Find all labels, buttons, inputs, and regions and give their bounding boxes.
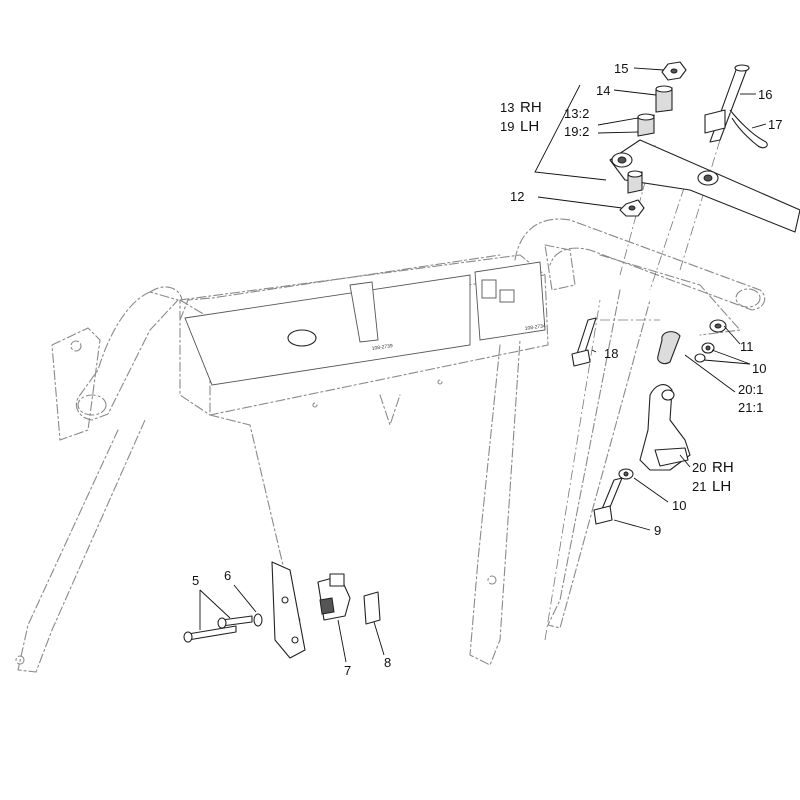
part-lower-bushing <box>627 170 643 194</box>
panel-left-decal <box>184 274 471 386</box>
part-13-2-bushing <box>637 113 655 137</box>
callout-13-2: 13:2 <box>564 106 589 121</box>
handle-arm <box>609 139 800 233</box>
callout-13-side: RH <box>520 99 542 116</box>
part-12-nut <box>619 199 645 217</box>
part-10-washer-upper <box>701 342 715 354</box>
callout-21: 21 <box>692 479 706 494</box>
callout-17: 17 <box>768 117 782 132</box>
part-17-hairpin <box>729 109 768 149</box>
decal-number-right: 108-2734 <box>524 323 546 332</box>
callout-20: 20 <box>692 460 706 475</box>
callout-8: 8 <box>384 655 391 670</box>
callout-20-side: RH <box>712 459 734 476</box>
callout-19-2: 19:2 <box>564 124 589 139</box>
part-18-bolt <box>571 317 597 367</box>
callout-12: 12 <box>510 189 524 204</box>
callout-18: 18 <box>604 346 618 361</box>
callout-16: 16 <box>758 87 772 102</box>
callout-15: 15 <box>614 61 628 76</box>
decal-number-left: 108-2739 <box>371 343 393 352</box>
console-panel: 108-2739 108-2734 <box>184 261 546 386</box>
part-5-screws <box>183 615 253 643</box>
callout-14: 14 <box>596 83 610 98</box>
part-16-clevis-pin <box>704 64 750 143</box>
part-20-lever <box>639 384 691 471</box>
callout-labels: 15 14 13 RH 19 LH 13:2 19:2 12 16 17 18 … <box>192 61 782 678</box>
switch-bracket <box>271 561 306 659</box>
callout-10-lower: 10 <box>672 498 686 513</box>
panel-slot <box>349 281 379 343</box>
callout-20-1: 20:1 <box>738 382 763 397</box>
callout-6: 6 <box>224 568 231 583</box>
part-20-1-bushing <box>657 331 681 365</box>
part-8-clip <box>363 591 381 625</box>
decal-slot-b <box>499 289 515 303</box>
callout-5: 5 <box>192 573 199 588</box>
callout-13: 13 <box>500 100 514 115</box>
part-15-nut <box>661 61 687 81</box>
arm-body <box>609 139 800 233</box>
callout-19: 19 <box>500 119 514 134</box>
part-9-bolt <box>593 477 623 525</box>
callout-9: 9 <box>654 523 661 538</box>
part-10-washer-mid <box>694 353 706 363</box>
decal-slot-a <box>481 279 497 299</box>
callout-21-1: 21:1 <box>738 400 763 415</box>
part-7-switch <box>317 573 351 621</box>
part-14-bushing <box>655 85 673 113</box>
part-6-washer <box>253 613 263 627</box>
callout-7: 7 <box>344 663 351 678</box>
panel-hole <box>287 329 317 347</box>
callout-19-side: LH <box>520 118 539 135</box>
callout-11: 11 <box>740 339 754 354</box>
leader-lines <box>199 67 767 663</box>
callout-21-side: LH <box>712 478 731 495</box>
part-11-washer <box>709 319 727 333</box>
part-10-washer-lower <box>618 468 634 480</box>
handle-frame <box>15 139 766 673</box>
callout-10-upper: 10 <box>752 361 766 376</box>
